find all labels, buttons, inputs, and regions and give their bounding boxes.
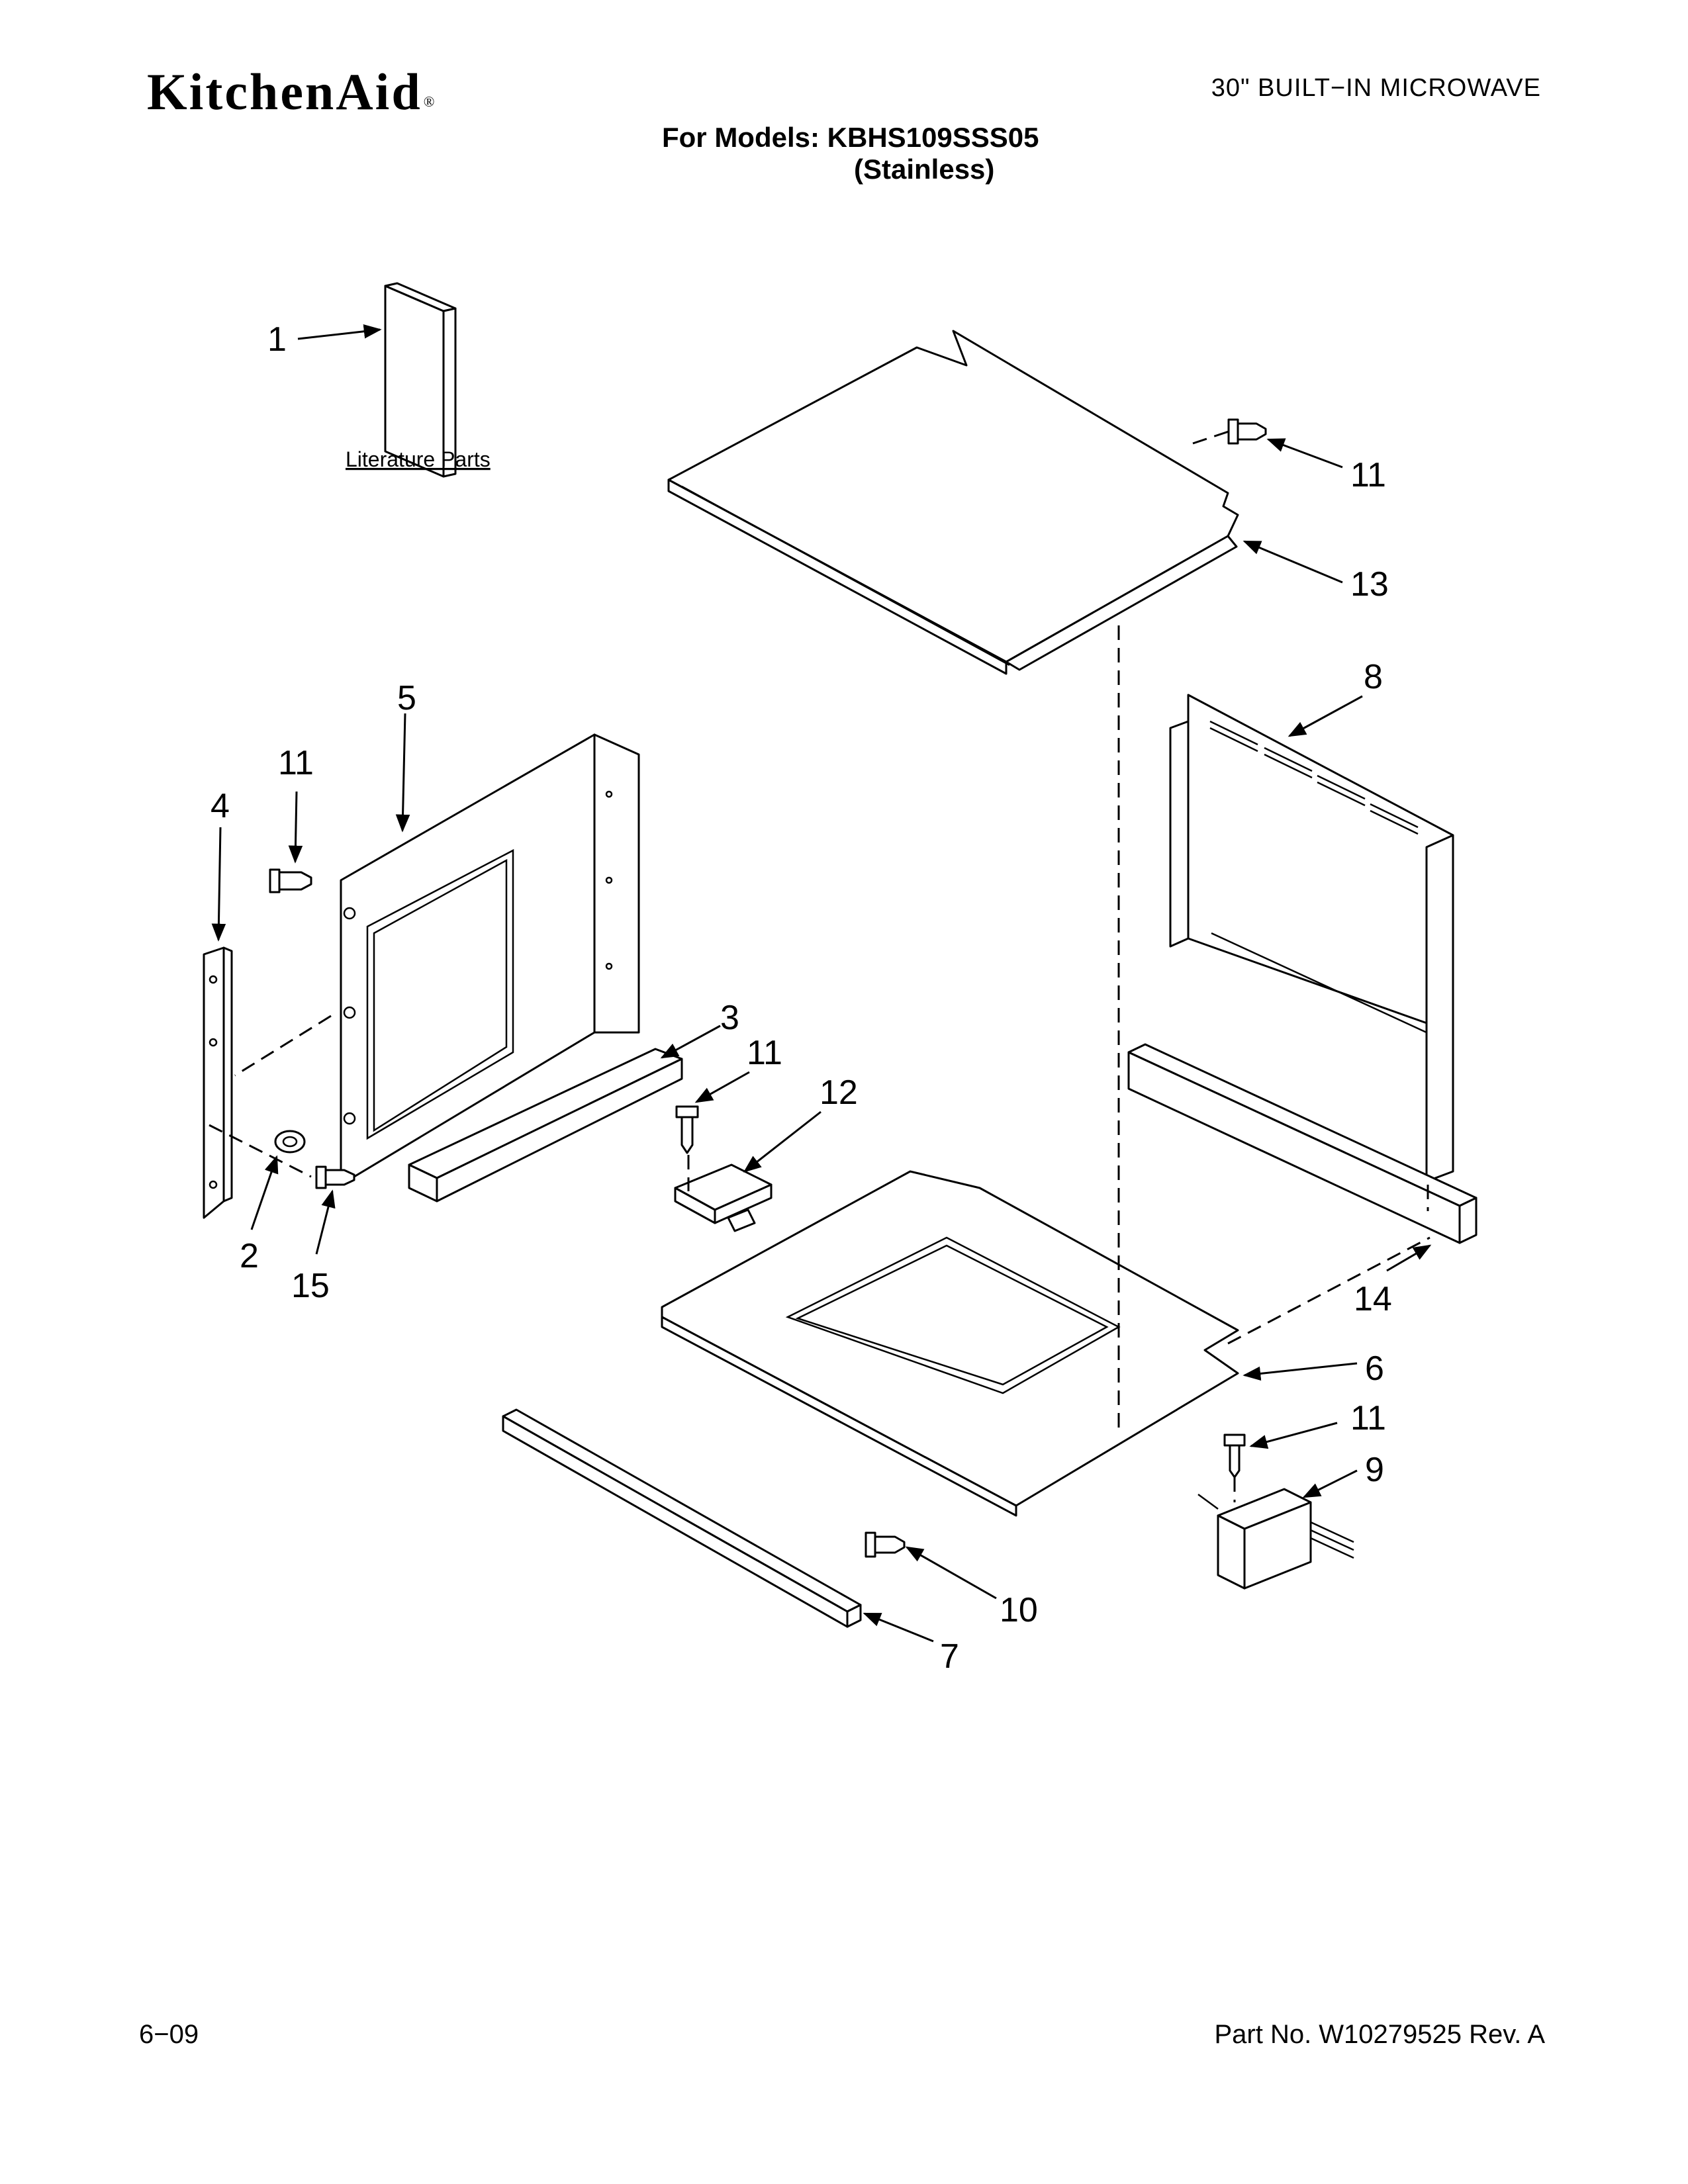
models-line: For Models: KBHS109SSS05 — [662, 122, 1039, 153]
part-number: Part No. W10279525 Rev. A — [1214, 2020, 1545, 2049]
part-front-rail — [1127, 1043, 1477, 1244]
callout-11-right: 11 — [1350, 1399, 1386, 1437]
callout-9: 9 — [1365, 1451, 1384, 1489]
callout-6: 6 — [1365, 1349, 1384, 1388]
callout-13: 13 — [1350, 565, 1389, 604]
leader-lines — [211, 324, 1432, 1643]
part-right-side-panel — [1169, 694, 1454, 1183]
revision-date: 6−09 — [139, 2020, 199, 2049]
callout-14: 14 — [1354, 1280, 1392, 1318]
literature-parts-label: Literature Parts — [346, 447, 491, 471]
part-screw-transformer — [1223, 1433, 1246, 1479]
part-screw-top-cover — [1227, 418, 1267, 445]
brand-name: KitchenAid — [147, 63, 422, 120]
callout-12: 12 — [820, 1073, 858, 1112]
part-left-side-panel — [340, 733, 640, 1186]
callout-15: 15 — [291, 1267, 330, 1305]
part-grommet — [274, 1130, 306, 1154]
product-title: 30" BUILT−IN MICROWAVE — [1211, 74, 1541, 102]
part-screw-left-panel — [269, 868, 312, 893]
brand-logo: KitchenAid® — [147, 66, 434, 118]
callout-2: 2 — [240, 1237, 259, 1275]
callout-3: 3 — [720, 999, 739, 1037]
callout-7: 7 — [940, 1637, 959, 1676]
part-literature-booklet — [384, 282, 457, 478]
callout-8: 8 — [1364, 658, 1383, 696]
part-screw-15 — [315, 1165, 355, 1189]
callout-5: 5 — [397, 679, 416, 717]
callout-1: 1 — [267, 320, 287, 359]
part-sensor-module — [674, 1163, 773, 1232]
callout-11-top: 11 — [1350, 456, 1386, 494]
part-screw-sensor — [675, 1105, 699, 1154]
part-top-cover — [667, 330, 1239, 675]
callout-11-left: 11 — [278, 744, 314, 782]
part-vertical-strip — [203, 946, 233, 1219]
part-screw-10 — [865, 1531, 906, 1558]
part-bottom-bracket — [408, 1048, 683, 1203]
callout-4: 4 — [211, 787, 230, 825]
callout-11-mid: 11 — [747, 1034, 782, 1072]
variant-line: (Stainless) — [854, 154, 995, 185]
callout-10: 10 — [1000, 1591, 1038, 1629]
alignment-lines — [209, 430, 1430, 1502]
registered-mark: ® — [423, 93, 435, 110]
part-front-trim — [502, 1408, 862, 1628]
part-transformer — [1197, 1488, 1354, 1590]
